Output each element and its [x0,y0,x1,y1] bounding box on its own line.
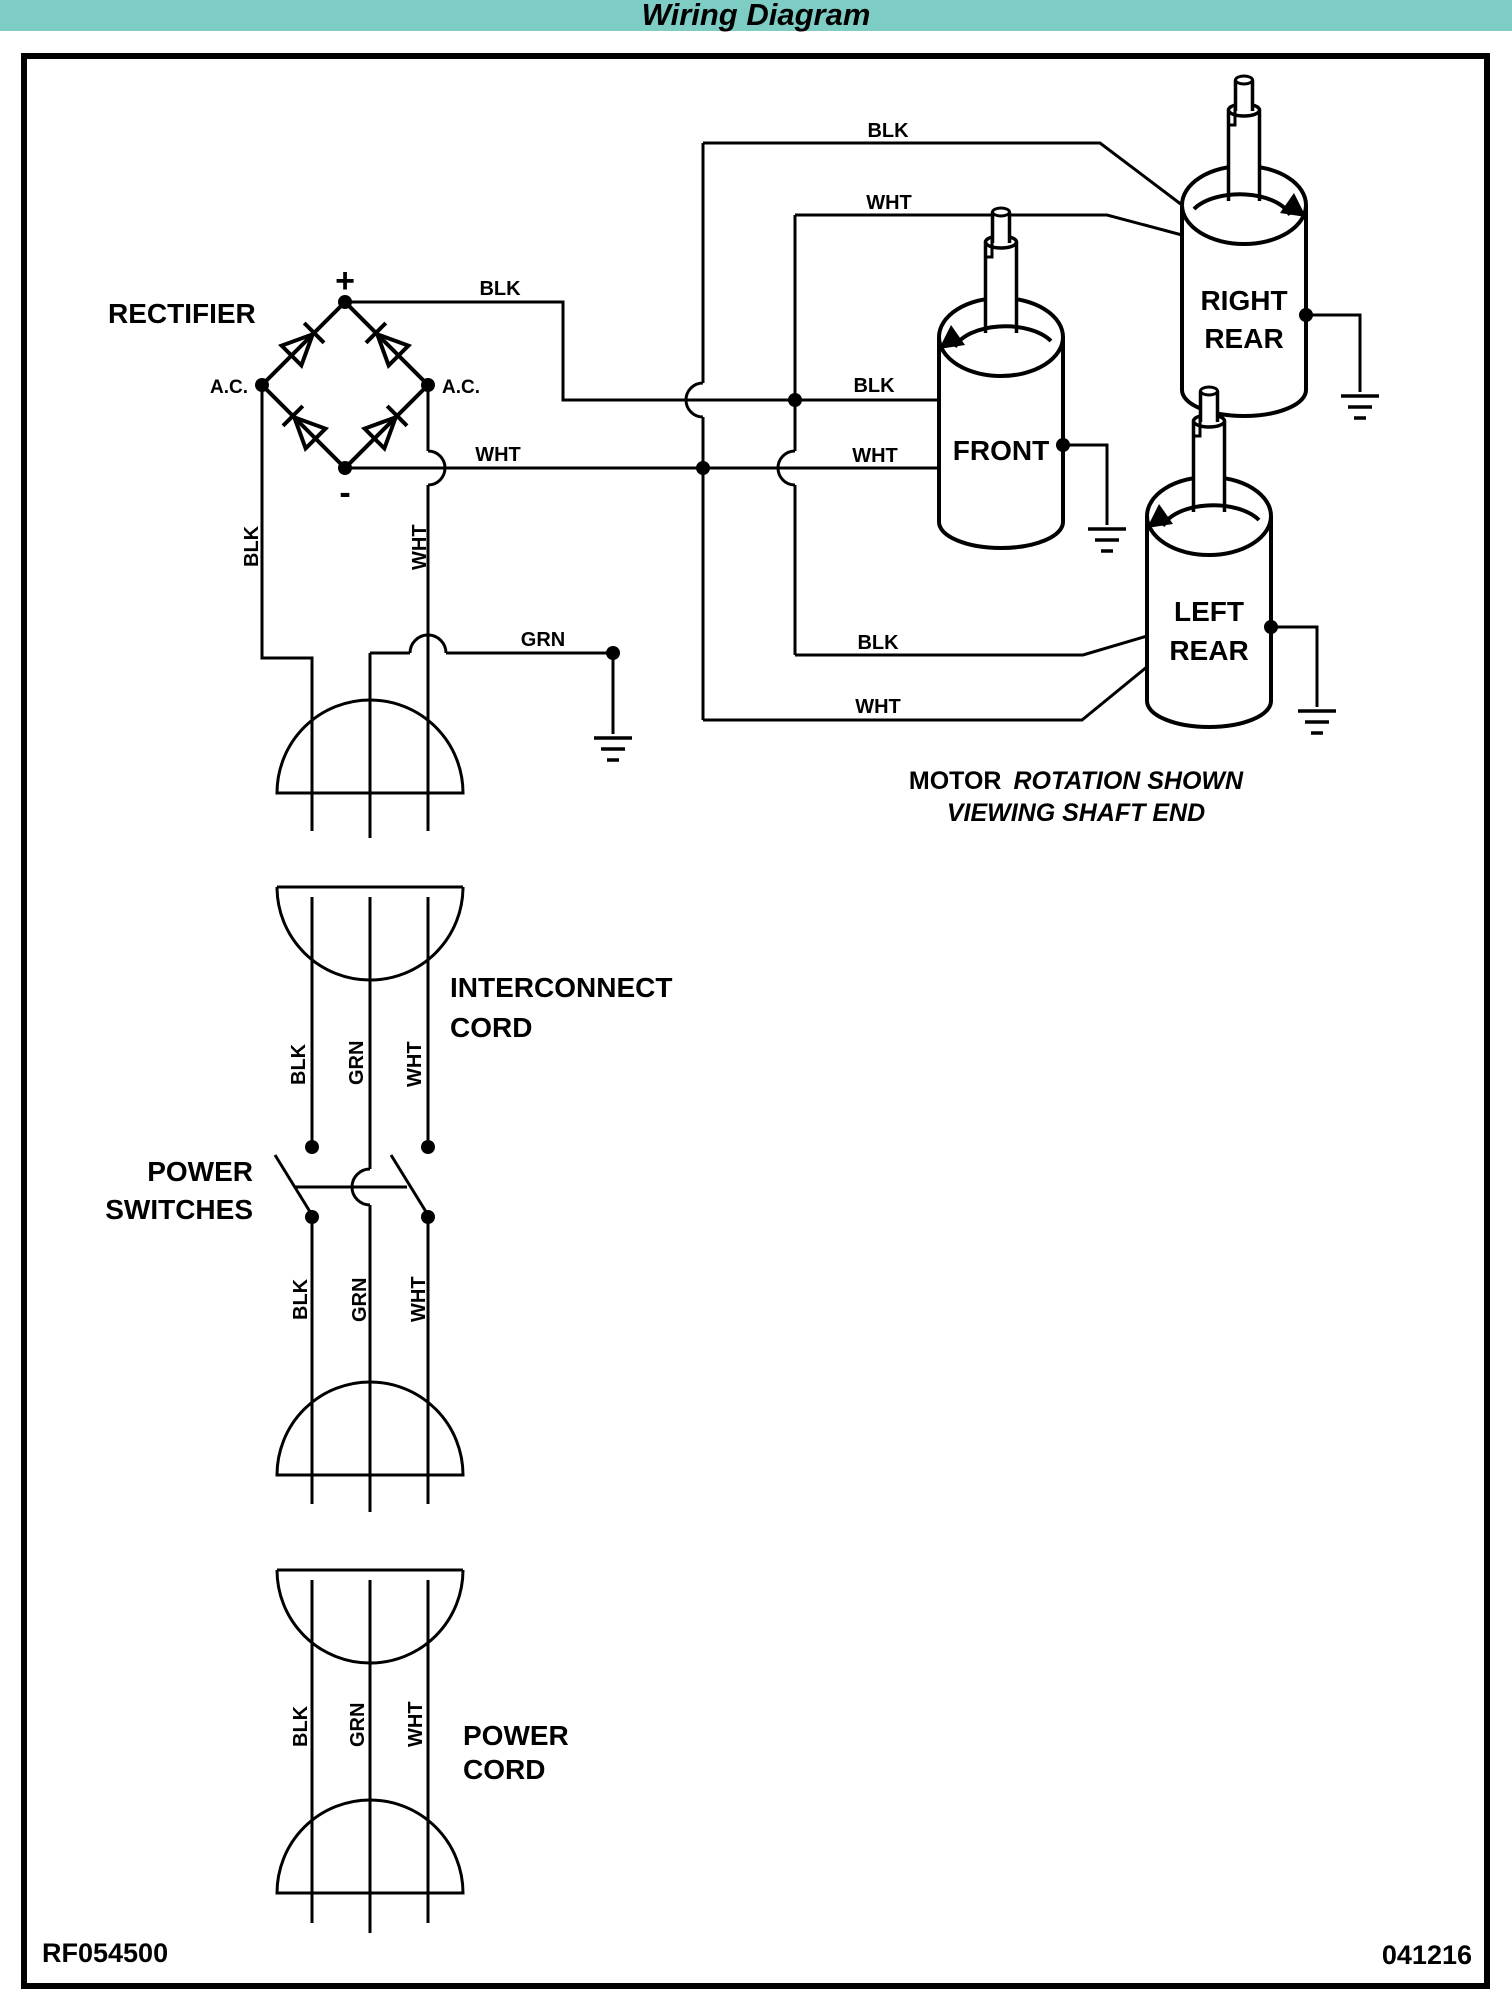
wire-label-front-wht: WHT [852,445,898,467]
switch-blade-wht [389,1154,430,1216]
wire-front-ground [1063,443,1109,525]
rectifier: RECTIFIER + - A.C. A.C. [108,262,480,512]
ground-symbol [1086,527,1128,553]
wire-label-blk: BLK [479,278,521,300]
interconnect-cord: BLK GRN WHT INTERCONNECT CORD [275,698,672,1169]
wire-label-grn-vertical: GRN [346,1041,368,1085]
wire-vertical-b [776,215,797,655]
doc-number: RF054500 [42,1938,168,1968]
rotation-note-line2: VIEWING SHAFT END [947,799,1205,827]
wire-right-rear-wht [795,213,1183,237]
motor-front: FRONT [937,206,1128,553]
motor-left-rear-label-1: LEFT [1174,596,1244,627]
wire-label-grn-vertical: GRN [347,1703,369,1747]
wire-label-wht: WHT [475,444,521,466]
switch-blade-blk [273,1154,314,1216]
motor-left-rear-label-2: REAR [1169,635,1248,666]
junction-dot [606,646,620,660]
footer: RF054500 041216 [42,1938,1472,1970]
switch-contact-dot [305,1140,319,1154]
motor-body [937,206,1065,550]
wire-label-left-rear-wht: WHT [855,696,901,718]
rectifier-bridge-diamond [259,299,431,471]
interconnect-cord-label-2: CORD [450,1012,532,1043]
junction-dot [1264,620,1278,634]
wire-ac-blk-drop [260,385,314,831]
motor-body [1145,385,1273,729]
motor-right-rear-label-2: REAR [1204,323,1283,354]
power-switches: POWER SWITCHES BLK GRN WHT [105,1140,435,1512]
wire-label-wht-vertical: WHT [408,1276,430,1322]
wire-label-wht-vertical: WHT [409,524,431,570]
wire-right-rear-ground [1306,313,1362,392]
power-switches-label-2: SWITCHES [105,1194,253,1225]
switch-contact-dot [421,1140,435,1154]
junction-dot [1299,308,1313,322]
wire-label-blk-vertical: BLK [288,1043,310,1085]
wire-left-rear-ground [1271,625,1319,707]
wire-label-right-rear-blk: BLK [867,120,909,142]
motor-body [1180,74,1308,418]
wire-label-right-rear-wht: WHT [866,192,912,214]
power-cord: BLK GRN WHT POWER CORD [275,1380,569,1933]
ground-symbol [1339,394,1381,420]
wire-label-blk-vertical: BLK [290,1705,312,1747]
junction-dot [696,461,710,475]
ac-right-label: A.C. [442,377,480,398]
ground-symbol [592,736,634,762]
wire-grn-ground [368,633,615,838]
header-bar-background [0,0,1512,31]
power-cord-label-1: POWER [463,1720,569,1751]
motor-right-rear-label-1: RIGHT [1200,285,1287,316]
wire-grn-hop [350,1167,371,1207]
motor-front-label: FRONT [953,435,1049,466]
cord-end-dome [275,1798,465,1895]
wire-blk-positive-bus [345,300,939,402]
diagram-border [21,53,1490,1989]
wire-label-blk-vertical: BLK [241,525,263,567]
page-title: Wiring Diagram [642,0,871,32]
wire-label-wht-vertical: WHT [405,1701,427,1747]
power-cord-label-2: CORD [463,1754,545,1785]
wire-label-wht-vertical: WHT [404,1041,426,1087]
junction-dot [788,393,802,407]
rectifier-label: RECTIFIER [108,298,256,329]
date-code: 041216 [1382,1940,1472,1970]
wire-label-grn-vertical: GRN [349,1278,371,1322]
wire-left-rear-wht [703,664,1149,722]
wire-left-rear-blk [795,634,1148,657]
header-bar: Wiring Diagram [0,0,1512,32]
connector-upper-half [275,698,465,795]
wire-label-front-blk: BLK [853,375,895,397]
interconnect-cord-label-1: INTERCONNECT [450,972,672,1003]
wire-label-blk-vertical: BLK [290,1278,312,1320]
connector-upper-half [275,1380,465,1477]
minus-terminal-label: - [339,474,350,512]
ac-input-wiring: BLK WHT GRN [241,385,634,838]
motor-right-rear: RIGHT REAR [1180,74,1381,420]
ground-symbol [1296,709,1338,735]
power-switches-label-1: POWER [147,1156,253,1187]
ac-left-label: A.C. [210,377,248,398]
wire-right-rear-blk [703,141,1183,207]
wire-label-left-rear-blk: BLK [857,632,899,654]
wire-vertical-a [684,143,705,720]
plus-terminal-label: + [335,262,355,300]
motor-left-rear: LEFT REAR [1145,385,1338,735]
junction-dot [1056,438,1070,452]
wire-label-grn: GRN [521,629,565,651]
wire-ac-wht-drop [426,385,447,831]
